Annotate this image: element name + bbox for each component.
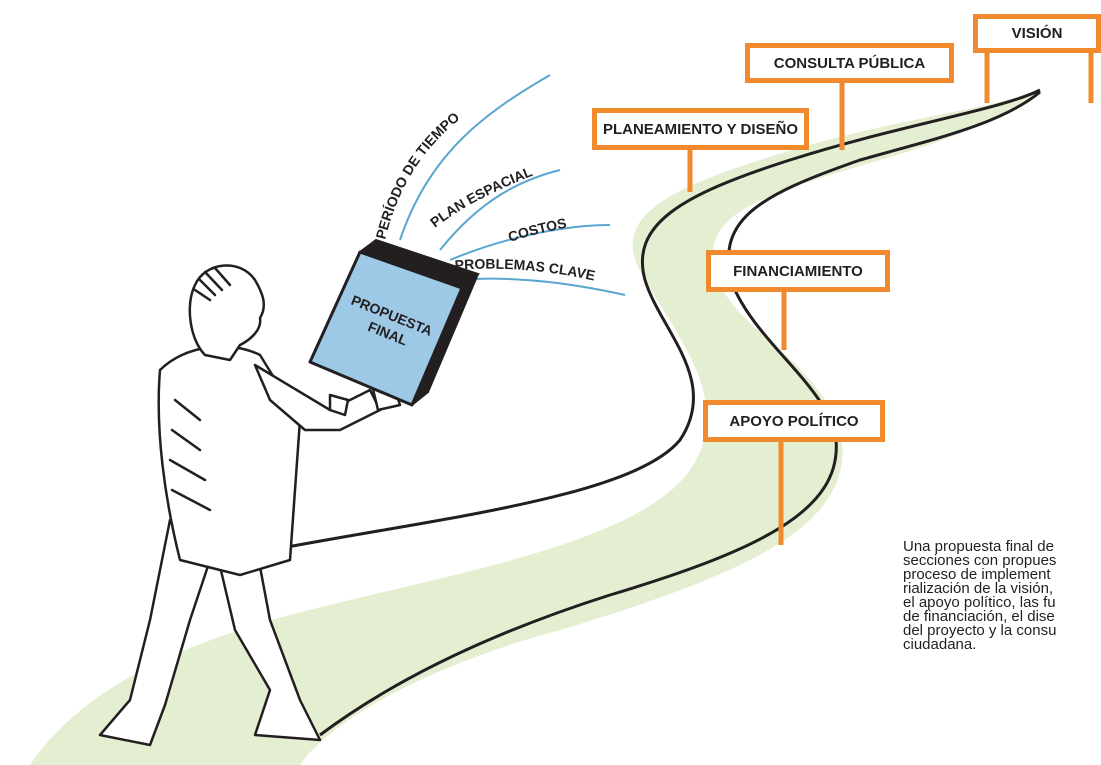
sign-posts [687,53,1094,545]
sign-planning-design: PLANEAMIENTO Y DISEÑO [592,108,809,150]
rays [399,74,626,296]
final-proposal-book: PROPUESTA FINAL [308,238,480,407]
road-edge-right [319,90,1041,737]
sign-planning-design-label: PLANEAMIENTO Y DISEÑO [602,120,799,138]
sign-public-consultation-label: CONSULTA PÚBLICA [773,54,926,72]
sign-public-consultation: CONSULTA PÚBLICA [745,43,954,83]
person-figure [98,264,402,747]
sign-political-support-label: APOYO POLÍTICO [729,412,859,430]
ray-label-spatial-plan: PLAN ESPACIAL [427,163,535,230]
ray-label-costs: COSTOS [506,215,568,245]
sign-vision: VISIÓN [973,14,1101,53]
sign-political-support: APOYO POLÍTICO [703,400,885,442]
sign-financing-label: FINANCIAMIENTO [733,262,863,280]
sign-financing: FINANCIAMIENTO [706,250,890,292]
road-edge-left [244,88,1041,557]
sign-vision-label: VISIÓN [1011,25,1063,42]
caption-text: Una propuesta final de secciones con pro… [903,540,1057,652]
